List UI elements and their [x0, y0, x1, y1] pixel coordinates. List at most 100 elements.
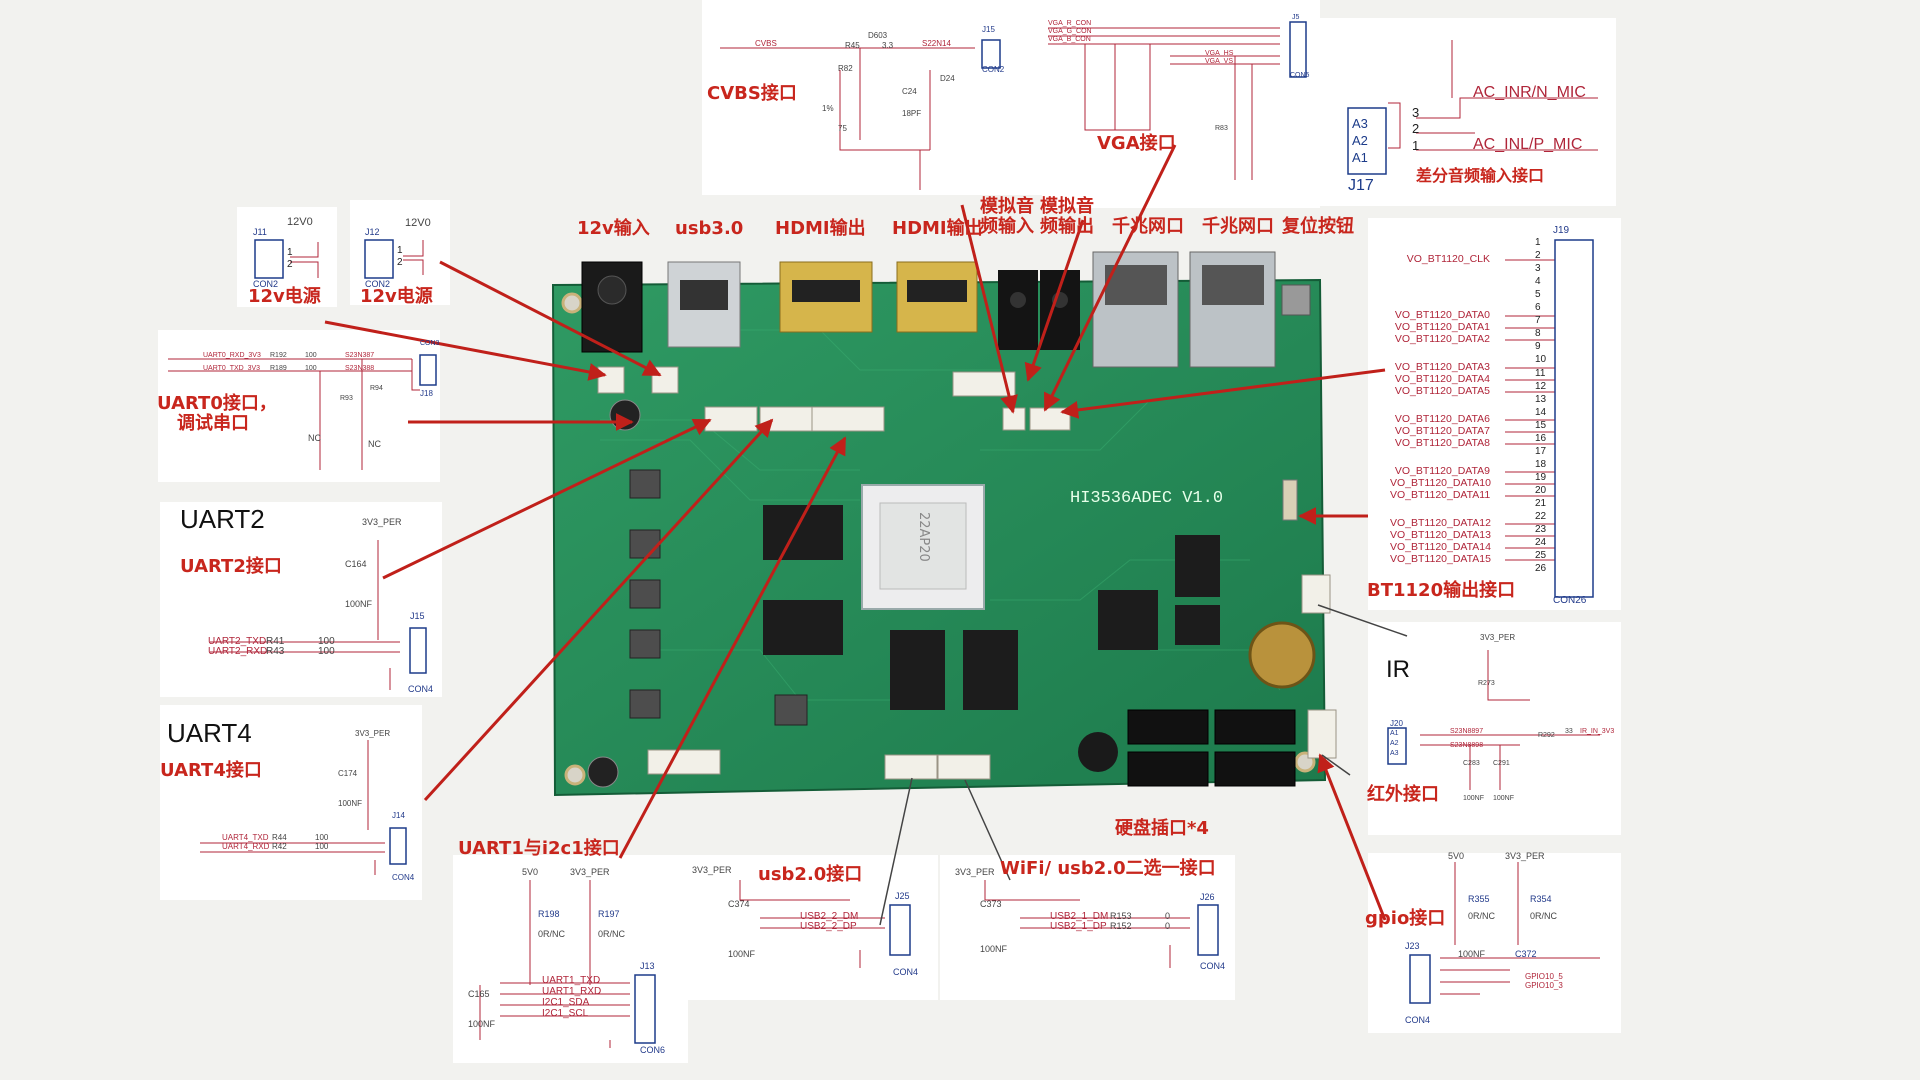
uart4-pwr: 3V3_PER	[355, 729, 391, 738]
bt1120-signal: VO_BT1120_DATA1	[1394, 321, 1490, 333]
uart0-r1-val: 100	[305, 352, 317, 359]
usb2-part: CON4	[893, 967, 919, 977]
gpio-ref: J23	[1405, 941, 1420, 951]
bt1120-signal: VO_BT1120_DATA7	[1394, 425, 1490, 437]
uart4-r1: R44	[272, 833, 287, 842]
bt1120-pin-number: 23	[1535, 524, 1547, 536]
callout-hdmi-1: HDMI输出	[775, 218, 866, 239]
callout-arrows	[324, 144, 1387, 921]
cvbs-d603: D603	[868, 31, 888, 40]
vga-r83: R83	[1215, 125, 1228, 132]
callout-sata: 硬盘插口*4	[1115, 818, 1209, 839]
cvbs-r1: R45	[845, 41, 860, 50]
diff-num-2: 2	[1412, 121, 1420, 136]
j11-pin-2: 2	[287, 259, 293, 270]
j11-net: 12V0	[287, 216, 313, 228]
heading-uart4: UART4	[167, 718, 252, 748]
ir-ref: J20	[1390, 719, 1403, 728]
bt1120-pin-number: 6	[1535, 302, 1541, 314]
uart1-sig-scl: I2C1_SCL	[542, 1008, 589, 1019]
cvbs-cap-val: 18PF	[902, 109, 922, 118]
bt1120-signal: VO_BT1120_DATA14	[1390, 541, 1491, 553]
j12-net: 12V0	[405, 217, 431, 229]
uart2-r1: R41	[266, 636, 285, 647]
gpio-pwr-5v: 5V0	[1448, 851, 1465, 861]
uart4-part: CON4	[392, 873, 415, 882]
callout-gbe-2: 千兆网口	[1202, 216, 1274, 237]
bt1120-pin-number: 9	[1535, 341, 1541, 353]
bt1120-schematic-panel	[1368, 218, 1621, 610]
uart2-val-1: 100	[318, 636, 335, 647]
gpio-net-2: GPIO10_3	[1525, 981, 1563, 990]
bt1120-pin-number: 2	[1535, 250, 1541, 262]
callout-vga: VGA接口	[1097, 133, 1176, 154]
bt1120-signal: VO_BT1120_DATA5	[1394, 385, 1490, 397]
uart0-r3: R93	[340, 395, 353, 402]
ir-tvs1: S23N8897	[1450, 728, 1484, 735]
soc-marking: 22AP20	[916, 512, 931, 562]
uart4-net-rx: UART4_RXD	[222, 842, 270, 851]
bt1120-signal: VO_BT1120_DATA3	[1394, 361, 1490, 373]
ir-val: 33	[1565, 728, 1573, 735]
bt1120-signal: VO_BT1120_DATA10	[1390, 477, 1491, 489]
diff-ref: J17	[1348, 177, 1374, 194]
uart1-cap-val: 100NF	[468, 1019, 496, 1029]
bt1120-signal: VO_BT1120_DATA12	[1390, 517, 1491, 529]
cvbs-pct: 1%	[822, 104, 834, 113]
cvbs-schematic-panel	[702, 0, 1057, 195]
bt1120-pin-number: 1	[1535, 237, 1541, 248]
bt1120-pin-number: 25	[1535, 550, 1547, 562]
bt1120-pin-number: 18	[1535, 458, 1547, 470]
bt1120-signal: VO_BT1120_DATA6	[1394, 413, 1490, 425]
diff-pin-a1: A1	[1352, 150, 1368, 165]
bt1120-pin-number: 26	[1535, 563, 1547, 575]
ir-pin-a3: A3	[1390, 750, 1399, 757]
reset-switch	[1281, 284, 1311, 316]
bt1120-pin-number: 12	[1535, 380, 1547, 392]
bt1120-signal: VO_BT1120_DATA0	[1394, 309, 1490, 321]
usb2-ref: J25	[895, 891, 910, 901]
diff-pin-a2: A2	[1352, 133, 1368, 148]
bt1120-pin-number: 13	[1535, 393, 1547, 405]
vga-hs: VGA_HS	[1205, 50, 1234, 57]
callout-audio-in-1: 模拟音	[980, 196, 1034, 217]
uart2-cap-val: 100NF	[345, 599, 373, 609]
wifi-val-2: 0	[1165, 921, 1171, 931]
diff-net-n: AC_INR/N_MIC	[1473, 84, 1586, 101]
j11-pin-1: 1	[287, 247, 293, 258]
callout-usb20: usb2.0接口	[758, 864, 863, 885]
gpio-net-1: GPIO10_5	[1525, 972, 1563, 981]
audio-jack-in	[998, 270, 1038, 350]
bt1120-pin-number: 17	[1535, 445, 1547, 457]
audio-jack-out	[1040, 270, 1080, 350]
ir-c1-val: 100NF	[1463, 795, 1485, 802]
j11-schematic-panel	[237, 207, 337, 307]
bt1120-signal: VO_BT1120_CLK	[1406, 253, 1490, 265]
bt1120-ref: J19	[1553, 225, 1570, 236]
uart0-tvs1: S23N387	[345, 352, 375, 359]
usb2-dp: USB2_2_DP	[800, 921, 857, 932]
gpio-r1-val: 0R/NC	[1468, 911, 1496, 921]
cvbs-r2-val: 75	[838, 124, 847, 133]
ir-pwr: 3V3_PER	[1480, 633, 1516, 642]
cvbs-ref: J15	[982, 25, 995, 34]
uart1-sig-txd: UART1_TXD	[542, 975, 601, 986]
uart0-net-rx: UART0_RXD_3V3	[203, 352, 261, 359]
callout-gpio: gpio接口	[1365, 908, 1446, 929]
bt1120-pin-number: 20	[1535, 484, 1547, 496]
uart4-val-1: 100	[315, 833, 329, 842]
cvbs-tvs: S22N14	[922, 39, 951, 48]
heading-uart2: UART2	[180, 504, 265, 534]
bt1120-pin-number: 4	[1535, 276, 1541, 288]
gpio-r2: R354	[1530, 894, 1552, 904]
cvbs-net: CVBS	[755, 39, 777, 48]
rtc-battery	[1248, 621, 1316, 689]
ir-c1: C283	[1463, 760, 1480, 767]
j11-ref: J11	[253, 227, 267, 237]
uart1-r2-val: 0R/NC	[598, 929, 626, 939]
pcb-board	[551, 251, 1337, 797]
uart2-net-rx: UART2_RXD	[208, 646, 268, 657]
wifi-r2: R152	[1110, 921, 1132, 931]
vga-vs: VGA_VS	[1205, 58, 1234, 65]
ir-pin-a1: A1	[1390, 730, 1399, 737]
